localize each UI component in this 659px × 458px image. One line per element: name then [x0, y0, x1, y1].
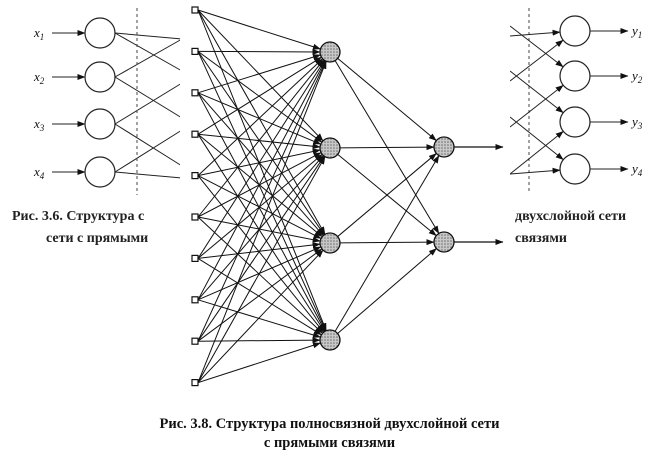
left-link-8	[114, 171, 183, 179]
background-figure-right: y1 y2 y3 y4	[509, 8, 643, 192]
edge-input-4-hidden-4	[197, 133, 325, 333]
left-link-4	[114, 82, 183, 125]
neuron-left-4	[84, 156, 116, 188]
input-label-x1: x1	[33, 25, 44, 42]
right-link-7	[509, 29, 561, 37]
edge-input-2-hidden-3	[197, 51, 325, 236]
neuron-right-1	[559, 15, 591, 47]
left-link-2	[114, 38, 183, 78]
left-link-7	[114, 32, 183, 40]
right-link-5	[509, 116, 564, 161]
edge-input-1-hidden-4	[197, 9, 327, 332]
edge-input-4-hidden-3	[197, 133, 323, 238]
neuron-left-2	[84, 61, 116, 93]
neuron-right-2	[559, 60, 591, 92]
edge-input-3-hidden-3	[197, 92, 324, 236]
edge-hidden-2-output-1	[339, 144, 435, 151]
input-label-x4: x4	[33, 164, 45, 181]
input-node-8	[191, 296, 199, 304]
edge-input-10-hidden-3	[197, 249, 324, 383]
background-caption-right-line2: связями	[515, 231, 567, 246]
edge-hidden-3-output-1	[337, 153, 437, 237]
right-link-1	[509, 25, 564, 68]
edge-input-1-hidden-2	[197, 9, 324, 142]
input-node-9	[191, 337, 199, 345]
edge-hidden-3-output-2	[339, 239, 435, 246]
main-figure-backdrop	[180, 0, 510, 412]
neuron-right-4	[559, 153, 591, 185]
background-caption-left-line2: сети с прямыми	[46, 231, 149, 246]
neuron-layers	[191, 6, 455, 387]
input-node-1	[191, 6, 199, 14]
edge-input-10-hidden-1	[197, 60, 327, 383]
input-node-3	[191, 89, 199, 97]
edge-input-3-hidden-4	[197, 92, 326, 332]
edge-input-3-hidden-1	[197, 54, 321, 94]
right-link-3	[509, 70, 564, 114]
right-link-2	[509, 39, 564, 82]
edge-input-1-hidden-3	[197, 9, 326, 235]
edge-input-8-hidden-1	[197, 60, 326, 301]
input-label-x2: x2	[33, 69, 45, 86]
edge-input-2-hidden-4	[197, 51, 327, 332]
input-node-4	[191, 130, 199, 138]
background-figure-left: x1 x2 x3 x4	[33, 8, 183, 195]
output-label-y4: y4	[630, 161, 643, 178]
input-node-6	[191, 213, 199, 221]
edge-hidden-1-output-1	[337, 58, 437, 141]
edge-input-1-hidden-1	[197, 9, 321, 50]
background-caption-right-line1: двухслойной сети	[515, 209, 627, 224]
output-label-y2: y2	[630, 68, 643, 85]
edge-input-7-hidden-1	[197, 59, 325, 259]
edge-hidden-4-output-2	[337, 248, 437, 334]
right-link-6	[509, 130, 564, 175]
output-label-y3: y3	[630, 114, 643, 131]
input-node-5	[191, 172, 199, 180]
edge-input-2-hidden-2	[197, 50, 323, 143]
input-node-7	[191, 254, 199, 262]
edge-input-9-hidden-2	[197, 155, 325, 342]
background-caption-left-line1: Рис. 3.6. Структура с	[12, 209, 145, 224]
output-neuron-2	[433, 231, 455, 253]
edge-input-6-hidden-4	[197, 216, 323, 334]
edge-input-10-hidden-4	[197, 342, 321, 384]
figure-caption: Рис. 3.8. Структура полносвязной двухсло…	[0, 415, 659, 453]
input-node-2	[191, 47, 199, 56]
edge-input-7-hidden-4	[197, 257, 322, 336]
input-label-x3: x3	[33, 116, 45, 133]
left-link-5	[114, 123, 183, 167]
neuron-left-3	[84, 108, 116, 140]
right-link-8	[509, 167, 561, 175]
hidden-neuron-4	[319, 329, 341, 351]
edge-input-9-hidden-1	[197, 60, 327, 342]
neuron-right-3	[559, 106, 591, 138]
edge-input-7-hidden-2	[197, 153, 323, 259]
edge-input-9-hidden-4	[197, 337, 321, 344]
connections	[197, 9, 504, 384]
edge-input-10-hidden-2	[197, 156, 326, 383]
left-link-3	[114, 76, 183, 119]
edge-input-5-hidden-4	[197, 175, 325, 333]
edge-input-9-hidden-3	[197, 248, 323, 342]
edge-input-6-hidden-1	[197, 59, 325, 218]
hidden-neuron-1	[319, 41, 341, 63]
edge-hidden-4-output-1	[334, 155, 440, 332]
edge-input-5-hidden-1	[197, 58, 323, 176]
edge-input-2-hidden-1	[197, 48, 321, 55]
left-link-6	[114, 129, 183, 173]
figure-caption-line2: с прямыми связями	[263, 435, 396, 451]
input-node-10	[191, 379, 199, 387]
hidden-neuron-2	[319, 137, 341, 159]
edge-input-8-hidden-2	[197, 155, 324, 301]
neuron-left-1	[84, 17, 116, 49]
left-link-1	[114, 32, 183, 72]
output-label-y1: y1	[630, 23, 642, 40]
figure-caption-line1: Рис. 3.8. Структура полносвязной двухсло…	[159, 416, 500, 432]
right-link-4	[509, 84, 564, 128]
edge-input-4-hidden-1	[197, 56, 322, 135]
output-neuron-1	[433, 136, 455, 158]
hidden-neuron-3	[319, 232, 341, 254]
